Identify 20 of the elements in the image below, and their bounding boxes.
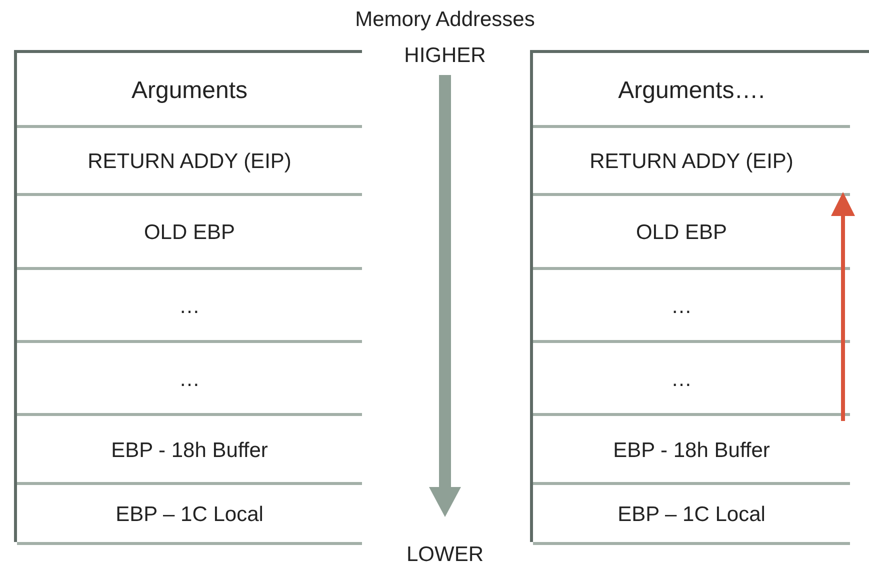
slot-label: … [179, 368, 200, 392]
axis-end-label: HIGHER [404, 44, 486, 68]
slot-label: RETURN ADDY (EIP) [88, 150, 292, 174]
slot-label: EBP – 1C Local [618, 503, 766, 527]
axis-end-label: LOWER [406, 543, 484, 567]
slot-label: … [179, 294, 200, 318]
arrow [831, 192, 855, 421]
slot-label: EBP - 18h Buffer [111, 438, 268, 462]
slot-label: EBP - 18h Buffer [613, 438, 770, 462]
slot-label: Arguments…. [618, 76, 765, 104]
slot-label: … [671, 294, 692, 318]
axis-title: Memory Addresses [355, 8, 535, 32]
memory-stack [14, 50, 362, 542]
slot-label: Arguments [131, 76, 248, 104]
slot-label: RETURN ADDY (EIP) [590, 150, 794, 174]
slot-label: OLD EBP [636, 221, 728, 245]
slot-label: OLD EBP [144, 221, 236, 245]
memory-stack [530, 50, 869, 542]
slot-label: EBP – 1C Local [116, 503, 264, 527]
slot-label: … [671, 368, 692, 392]
